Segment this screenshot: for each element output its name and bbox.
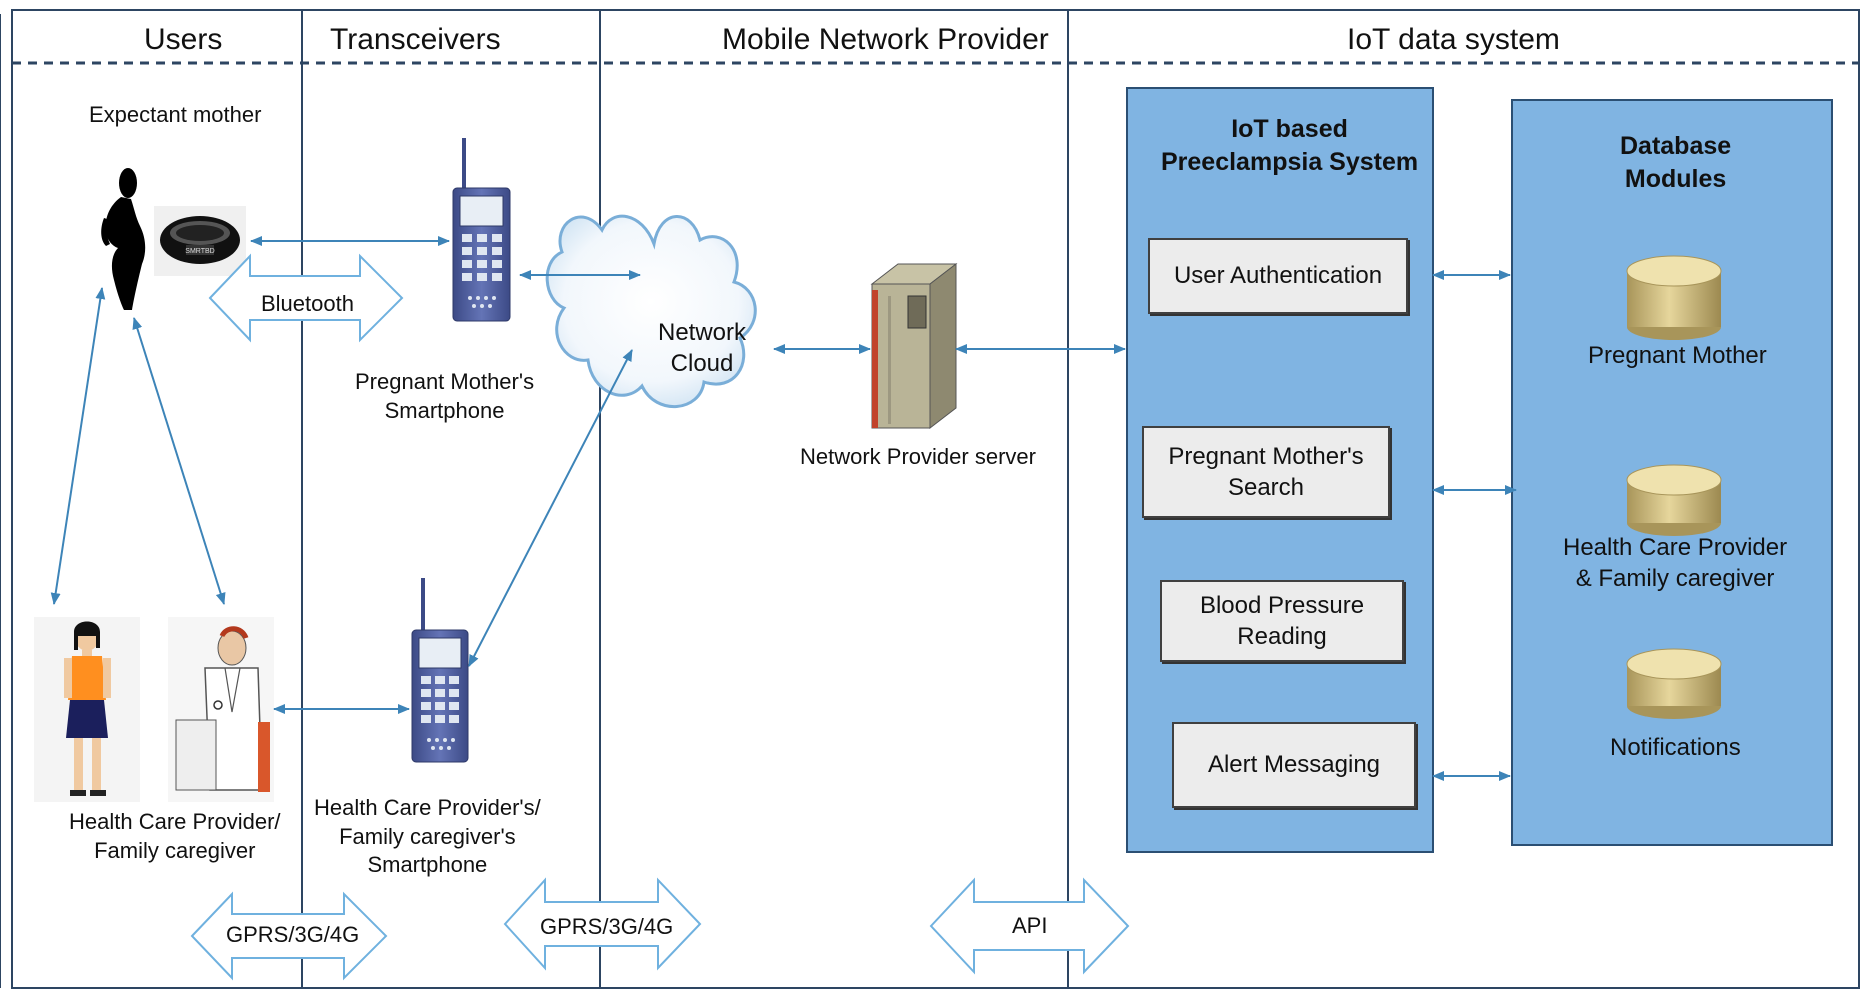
- mother-smartphone-label: Pregnant Mother's Smartphone: [355, 369, 535, 423]
- api-label: API: [1012, 913, 1048, 938]
- mother-smartphone-icon: [452, 138, 511, 322]
- caregiver-label: Health Care Provider/ Family caregiver: [69, 809, 281, 863]
- connector-arrows: [50, 236, 1517, 781]
- network-cloud-label: Network Cloud: [658, 319, 747, 378]
- iot-system-title: IoT based Preeclampsia System: [1161, 115, 1419, 176]
- bracelet-label: SMRTBD: [185, 248, 214, 255]
- gprs-arrow-shape: [190, 891, 388, 981]
- database-item-pregnant-mother: Pregnant Mother: [1588, 342, 1767, 369]
- database-cylinder-icon: [1626, 464, 1722, 536]
- lane-title-transceivers: Transceivers: [330, 23, 501, 56]
- wearable-bracelet-icon: SMRTBD: [154, 206, 246, 276]
- database-item-caregiver: Health Care Provider & Family caregiver: [1563, 534, 1788, 593]
- network-server-label: Network Provider server: [800, 444, 1036, 469]
- caregiver-smartphone-icon: [411, 578, 469, 763]
- database-cylinder-icon: [1626, 255, 1722, 340]
- bluetooth-arrow-shape: [208, 253, 404, 343]
- bluetooth-label: Bluetooth: [261, 291, 354, 316]
- caregiver-smartphone-label: Health Care Provider's/ Family caregiver…: [314, 795, 541, 878]
- module-blood-pressure-reading: Blood Pressure Reading: [1160, 580, 1404, 662]
- database-cylinder-icon: [1626, 648, 1722, 719]
- module-alert-messaging: Alert Messaging: [1172, 722, 1416, 808]
- expectant-mother-label: Expectant mother: [89, 102, 262, 127]
- swimlane-frame: [0, 9, 1860, 989]
- network-server-icon: [870, 262, 958, 430]
- caregiver-doctor-icon: [168, 617, 274, 802]
- lane-title-users: Users: [144, 23, 223, 56]
- database-title: Database Modules: [1620, 132, 1732, 193]
- gprs-label-users: GPRS/3G/4G: [226, 922, 360, 947]
- lane-title-mobile-network-provider: Mobile Network Provider: [722, 23, 1049, 56]
- module-pregnant-mother-search: Pregnant Mother's Search: [1142, 426, 1390, 518]
- caregiver-woman-icon: [34, 617, 140, 802]
- api-arrow-shape: [929, 877, 1130, 975]
- lane-title-iot-data-system: IoT data system: [1347, 23, 1560, 56]
- gprs-label-transceivers: GPRS/3G/4G: [540, 914, 674, 939]
- gprs-arrow-shape: [503, 877, 702, 971]
- pregnant-woman-icon: [101, 168, 146, 310]
- database-item-notifications: Notifications: [1610, 734, 1741, 761]
- module-user-authentication: User Authentication: [1148, 238, 1408, 314]
